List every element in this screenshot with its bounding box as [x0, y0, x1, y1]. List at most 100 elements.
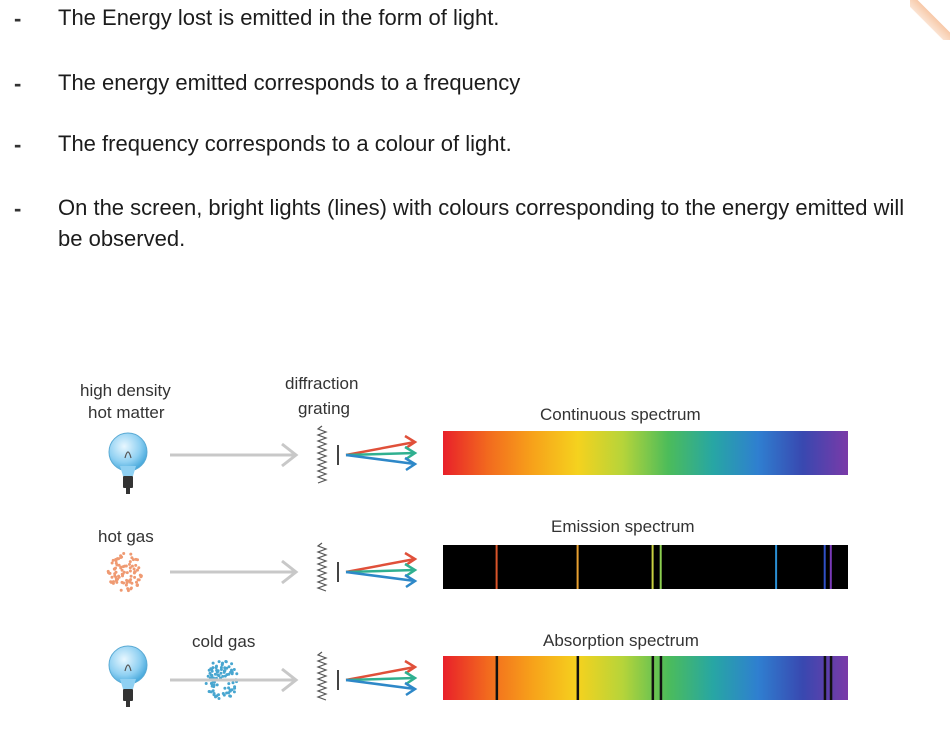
- gas-particle: [227, 672, 231, 676]
- absorption-lines: [495, 656, 833, 700]
- ray-line: [345, 570, 416, 583]
- emission-line: [829, 545, 832, 589]
- gas-particle: [134, 563, 138, 567]
- ray-arrowhead: [404, 659, 418, 675]
- gas-particle: [204, 682, 208, 685]
- gas-particle: [117, 574, 121, 578]
- ray-line: [345, 676, 416, 682]
- gas-particle: [235, 672, 239, 676]
- hot-matter-label-line2: hot matter: [88, 403, 165, 422]
- bullet-marker: -: [14, 132, 22, 157]
- gas-particle: [128, 566, 132, 570]
- gas-particle: [233, 685, 237, 689]
- grating-zigzag: [316, 542, 328, 592]
- bullet-text: On the screen, bright lights (lines) wit…: [58, 195, 905, 251]
- ray-line: [345, 678, 416, 691]
- ray-arrowhead: [404, 573, 418, 589]
- gas-particle: [219, 666, 223, 669]
- gas-particle: [107, 571, 110, 575]
- bullet-marker: -: [14, 6, 22, 31]
- gas-particle: [227, 682, 231, 686]
- gas-particle: [135, 580, 138, 584]
- gas-particle: [116, 577, 119, 581]
- gas-particle: [221, 692, 225, 695]
- gas-particle: [110, 561, 114, 565]
- gas-particle: [209, 667, 213, 671]
- light-bulb-icon: [108, 432, 148, 494]
- gas-particle: [213, 672, 217, 676]
- gas-particle: [221, 674, 225, 678]
- gas-particle: [112, 567, 116, 571]
- gas-particle: [212, 680, 216, 684]
- gas-particle: [223, 669, 227, 673]
- bullet-text: The energy emitted corresponds to a freq…: [58, 70, 521, 95]
- gas-particle: [210, 673, 214, 677]
- gas-particle: [121, 572, 125, 576]
- emission-spectrum-bar: [443, 545, 848, 589]
- emission-spectrum-title: Emission spectrum: [551, 517, 695, 536]
- gas-particle: [128, 569, 132, 573]
- gas-particle: [232, 690, 236, 694]
- emission-line: [659, 545, 662, 589]
- grating-zigzag: [316, 425, 328, 484]
- gas-particle: [128, 562, 131, 566]
- gas-particle: [133, 575, 137, 579]
- light-path-arrow: [170, 442, 299, 468]
- gas-particle: [214, 666, 218, 670]
- gas-particle: [136, 583, 139, 587]
- gas-particle: [129, 574, 133, 578]
- gas-particle: [119, 588, 123, 592]
- spectra-diagram: high density hot matter diffraction grat…: [80, 374, 848, 707]
- gas-particle: [125, 571, 129, 575]
- emission-line: [775, 545, 778, 589]
- bullet-text: The frequency corresponds to a colour of…: [58, 131, 512, 156]
- diffraction-grating-icon: [316, 425, 328, 701]
- gas-particle: [216, 673, 220, 677]
- gas-particle: [209, 690, 213, 694]
- bullet-marker: -: [14, 196, 22, 221]
- gas-particle: [122, 581, 126, 585]
- gas-particle: [221, 661, 224, 665]
- gas-particle: [227, 665, 231, 669]
- hot-gas-label: hot gas: [98, 527, 154, 546]
- gas-particle: [224, 660, 228, 664]
- gas-particle: [123, 564, 127, 568]
- gas-particle: [133, 570, 137, 574]
- ray-arrowhead: [404, 670, 418, 686]
- bullet-marker: -: [14, 71, 22, 96]
- hot-gas-cloud-icon: [106, 552, 143, 593]
- emission-line: [576, 545, 579, 589]
- ray-line: [345, 568, 416, 574]
- dispersed-light-rays: [337, 434, 418, 697]
- gas-particle: [119, 565, 123, 569]
- grating-label-line2: grating: [298, 399, 350, 418]
- gas-particle: [130, 581, 134, 585]
- gas-particle: [210, 681, 214, 685]
- ray-arrowhead: [404, 445, 418, 461]
- gas-particle: [210, 684, 214, 688]
- continuous-spectrum-title: Continuous spectrum: [540, 405, 701, 424]
- gas-particle: [134, 557, 138, 561]
- gas-particle: [232, 668, 236, 671]
- absorption-line: [651, 656, 655, 700]
- gas-particle: [128, 560, 132, 564]
- ray-arrowhead: [404, 562, 418, 578]
- ray-arrowhead: [404, 681, 418, 697]
- ray-arrowhead: [404, 434, 418, 450]
- ray-line: [345, 440, 416, 457]
- gas-particle: [117, 557, 120, 561]
- gas-particle: [228, 689, 232, 693]
- bullet-text: The Energy lost is emitted in the form o…: [58, 5, 500, 30]
- gas-particle: [109, 580, 113, 584]
- gas-particle: [129, 578, 133, 582]
- gas-particle: [122, 552, 126, 555]
- gas-particle: [215, 668, 219, 672]
- absorption-line: [823, 656, 827, 700]
- gas-particle: [219, 671, 223, 675]
- ray-line: [345, 453, 416, 466]
- gas-particle: [225, 691, 229, 695]
- gas-particle: [120, 568, 124, 572]
- gas-particle: [206, 674, 210, 678]
- gas-particle: [119, 554, 123, 558]
- gas-particle: [210, 669, 214, 673]
